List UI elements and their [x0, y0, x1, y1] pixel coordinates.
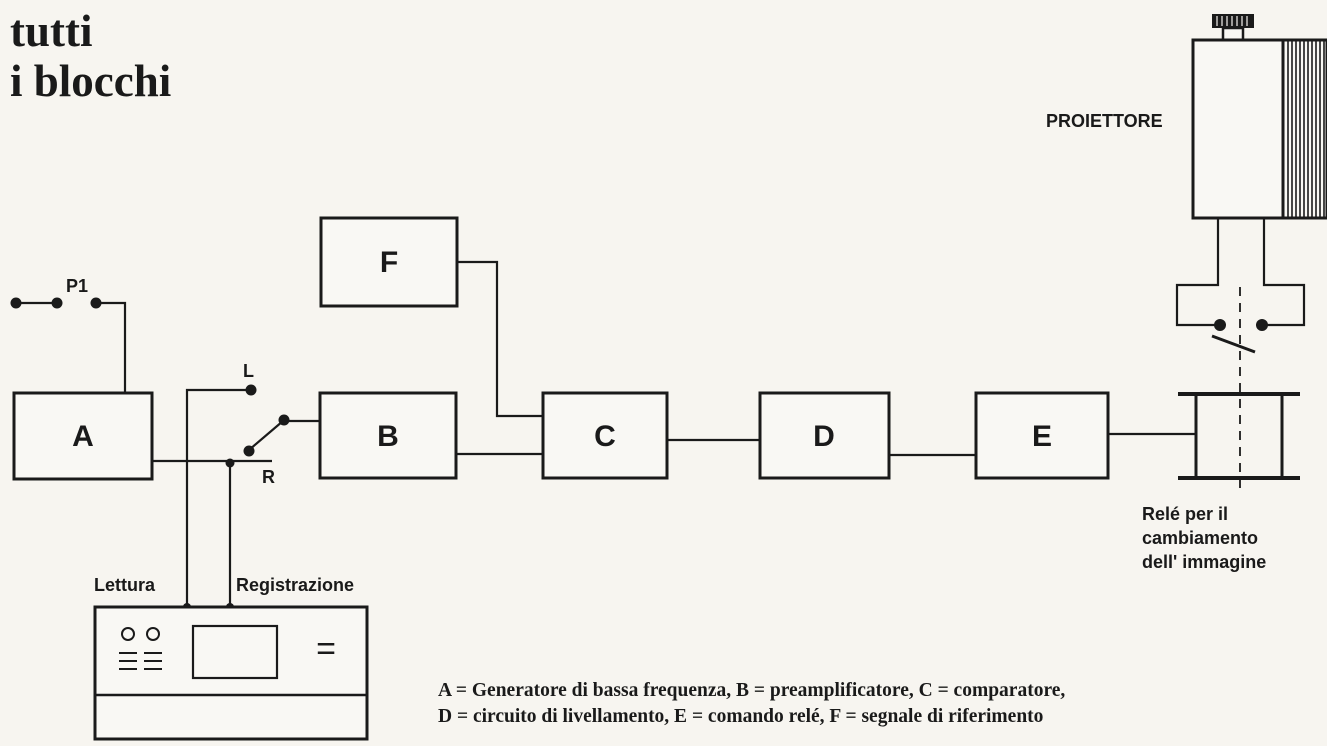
block-d	[758, 391, 891, 480]
block-a	[12, 391, 154, 481]
title-line-1: tutti	[10, 6, 93, 56]
tape-recorder	[93, 605, 369, 741]
recorder-display	[191, 624, 279, 680]
block-boxes	[12, 216, 1110, 481]
block-e-label: E	[1032, 420, 1052, 453]
legend-caption: A = Generatore di bassa frequenza, B = p…	[438, 678, 1327, 730]
p1-contact-right	[90, 297, 102, 309]
recorder-equals-symbol: =	[316, 630, 336, 668]
contacts	[10, 297, 290, 611]
projector	[1175, 14, 1327, 354]
relay-coil	[1178, 287, 1300, 492]
p1-label: P1	[66, 276, 88, 296]
block-d-label: D	[813, 420, 835, 453]
rele-label-line-3: dell' immagine	[1142, 552, 1266, 572]
block-b	[318, 391, 458, 480]
block-b-label: B	[377, 420, 399, 453]
page-title: tutti i blocchi	[10, 6, 171, 106]
projector-lens-lines	[1287, 40, 1325, 218]
recorder-body	[93, 605, 369, 741]
rele-label-line-1: Relé per il	[1142, 504, 1228, 524]
contact-b	[278, 414, 290, 426]
p1-contact-mid	[51, 297, 63, 309]
l-label: L	[243, 361, 254, 381]
lettura-label: Lettura	[94, 575, 156, 595]
relay-contact-left	[1214, 319, 1226, 331]
p1-contact-left	[10, 297, 22, 309]
r-label: R	[262, 467, 275, 487]
block-f	[319, 216, 459, 308]
recorder-knob-left	[121, 627, 135, 641]
contact-l	[245, 384, 257, 396]
title-line-2: i blocchi	[10, 56, 172, 106]
wire-p1-to-a	[96, 301, 127, 392]
recorder-knob-right	[146, 627, 160, 641]
projector-knob-stem	[1221, 26, 1245, 42]
projector-knob	[1212, 14, 1254, 28]
projector-lead-left	[1175, 218, 1220, 327]
text-labels: A B C D E F P1 L R Lettura Registrazione…	[66, 111, 1266, 668]
caption-line-1: A = Generatore di bassa frequenza, B = p…	[438, 680, 1066, 701]
block-e	[974, 391, 1110, 480]
relay-contact-right	[1256, 319, 1268, 331]
block-f-label: F	[380, 246, 398, 279]
caption-line-2: D = circuito di livellamento, E = comand…	[438, 706, 1044, 727]
registrazione-label: Registrazione	[236, 575, 354, 595]
projector-lead-right	[1262, 218, 1306, 327]
block-a-label: A	[72, 420, 94, 453]
projector-body	[1191, 38, 1327, 220]
contact-r	[243, 445, 255, 457]
rele-label-line-2: cambiamento	[1142, 528, 1258, 548]
relay-switch-lever	[1211, 334, 1256, 354]
selector-lever	[248, 420, 284, 451]
proiettore-label: PROIETTORE	[1046, 111, 1163, 131]
junction-dot	[225, 458, 235, 468]
wires	[12, 260, 1196, 607]
block-c	[541, 391, 669, 480]
wire-l-contact	[185, 388, 251, 607]
block-c-label: C	[594, 420, 616, 453]
wire-f-c	[457, 260, 543, 418]
